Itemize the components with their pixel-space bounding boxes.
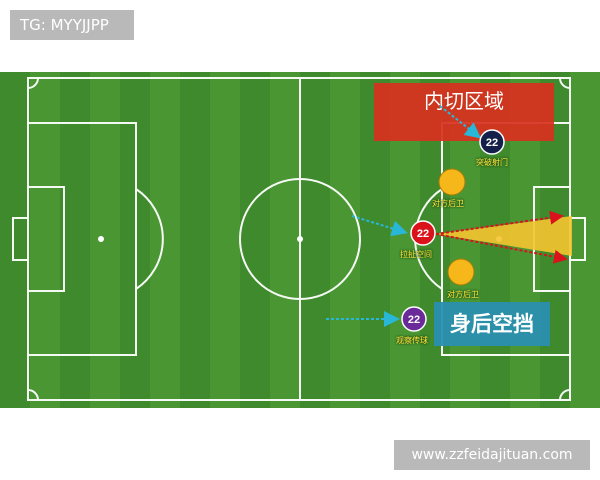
space-behind-label: 身后空挡 [450, 312, 534, 336]
corner-arc-bottom-left [27, 389, 39, 401]
pitch-lines [12, 77, 586, 401]
corner-arc-top-right [559, 77, 571, 89]
shot-line-bottom [435, 233, 568, 264]
player-defender-bottom [447, 258, 475, 286]
player-passer: 22 [401, 306, 427, 332]
player-defender-bottom-label: 对方后卫 [447, 290, 479, 299]
left-penalty-arc [135, 188, 164, 290]
center-spot [297, 236, 303, 242]
left-penalty-spot [98, 236, 104, 242]
watermark-top: TG: MYYJJPP [10, 10, 134, 40]
center-circle [239, 178, 361, 300]
shot-cone [436, 216, 572, 256]
corner-arc-top-left [27, 77, 39, 89]
watermark-bottom: www.zzfeidajituan.com [394, 440, 590, 470]
player-passer-label: 观察传球 [396, 336, 428, 345]
player-passer-number: 22 [408, 314, 420, 326]
player-winger-label: 拉扯空间 [400, 250, 432, 259]
shot-line-top [435, 210, 564, 235]
run-arrow-attacker [439, 105, 482, 139]
player-attacker-number: 22 [486, 137, 498, 149]
run-arrow-winger [351, 215, 408, 237]
player-defender-top-label: 对方后卫 [432, 199, 464, 208]
player-attacker: 22 [479, 129, 505, 155]
player-defender-top [438, 168, 466, 196]
player-winger-number: 22 [417, 228, 429, 240]
player-attacker-label: 突破射门 [476, 158, 508, 167]
corner-arc-bottom-right [559, 389, 571, 401]
left-goal [12, 217, 29, 261]
space-behind-banner [434, 302, 550, 346]
inside-cut-zone-label: 内切区域 [424, 89, 504, 113]
player-winger: 22 [410, 220, 436, 246]
